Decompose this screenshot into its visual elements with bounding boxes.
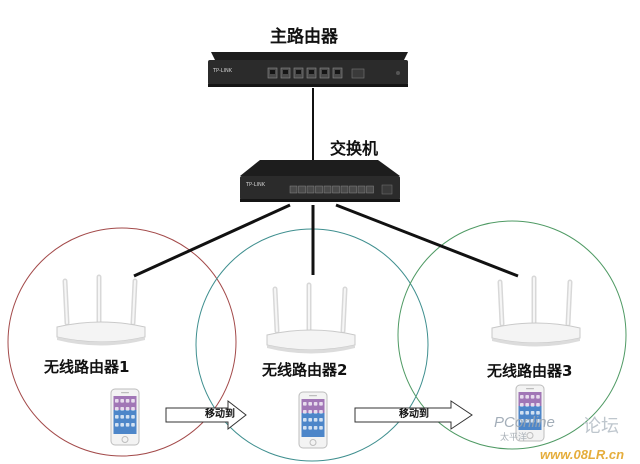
phone-1 (110, 388, 140, 446)
wireless-router-3 (491, 275, 581, 347)
wireless-router-label-1: 无线路由器1 (43, 358, 129, 376)
watermark-brand-sub: 太平洋 (500, 431, 527, 443)
switch-label: 交换机 (330, 139, 378, 158)
main-router-brand: TP-LINK (212, 68, 233, 74)
move-label-1: 移动到 (205, 407, 235, 420)
wireless-router-2 (266, 282, 356, 354)
wireless-router-label-2: 无线路由器2 (261, 361, 347, 379)
smartphone-icon (298, 391, 328, 449)
rack-router-icon (208, 52, 408, 87)
smartphone-icon (110, 388, 140, 446)
right-arrow-icon (165, 399, 247, 431)
cable-switch-to-router-3 (335, 203, 519, 278)
wireless-router-icon (56, 274, 146, 346)
switch-brand: TP-LINK (245, 182, 266, 188)
watermark-brand: PConline (494, 414, 555, 431)
main-router: TP-LINK 主路由器 (208, 26, 408, 87)
move-arrow-1: 移动到 (165, 399, 247, 431)
cables (133, 88, 519, 278)
wireless-router-label-3: 无线路由器3 (486, 362, 572, 380)
move-label-2: 移动到 (399, 407, 429, 420)
wireless-router-icon (266, 282, 356, 354)
coverage-circle-3 (397, 220, 627, 450)
phone-3 (515, 384, 545, 442)
cable-switch-to-router-1 (133, 203, 291, 278)
watermark: PConline 太平洋 论坛 www.08LR.cn (494, 414, 624, 462)
switch: TP-LINK 交换机 (240, 139, 400, 202)
watermark-url: www.08LR.cn (540, 447, 624, 462)
coverage-circle-1 (7, 227, 237, 457)
smartphone-icon (515, 384, 545, 442)
main-router-label: 主路由器 (270, 26, 339, 47)
phone-2 (298, 391, 328, 449)
watermark-forum: 论坛 (583, 416, 619, 437)
move-arrow-2: 移动到 (354, 400, 473, 430)
wireless-router-icon (491, 275, 581, 347)
wireless-router-1 (56, 274, 146, 346)
right-arrow-icon (354, 400, 473, 430)
network-switch-icon (240, 160, 400, 202)
